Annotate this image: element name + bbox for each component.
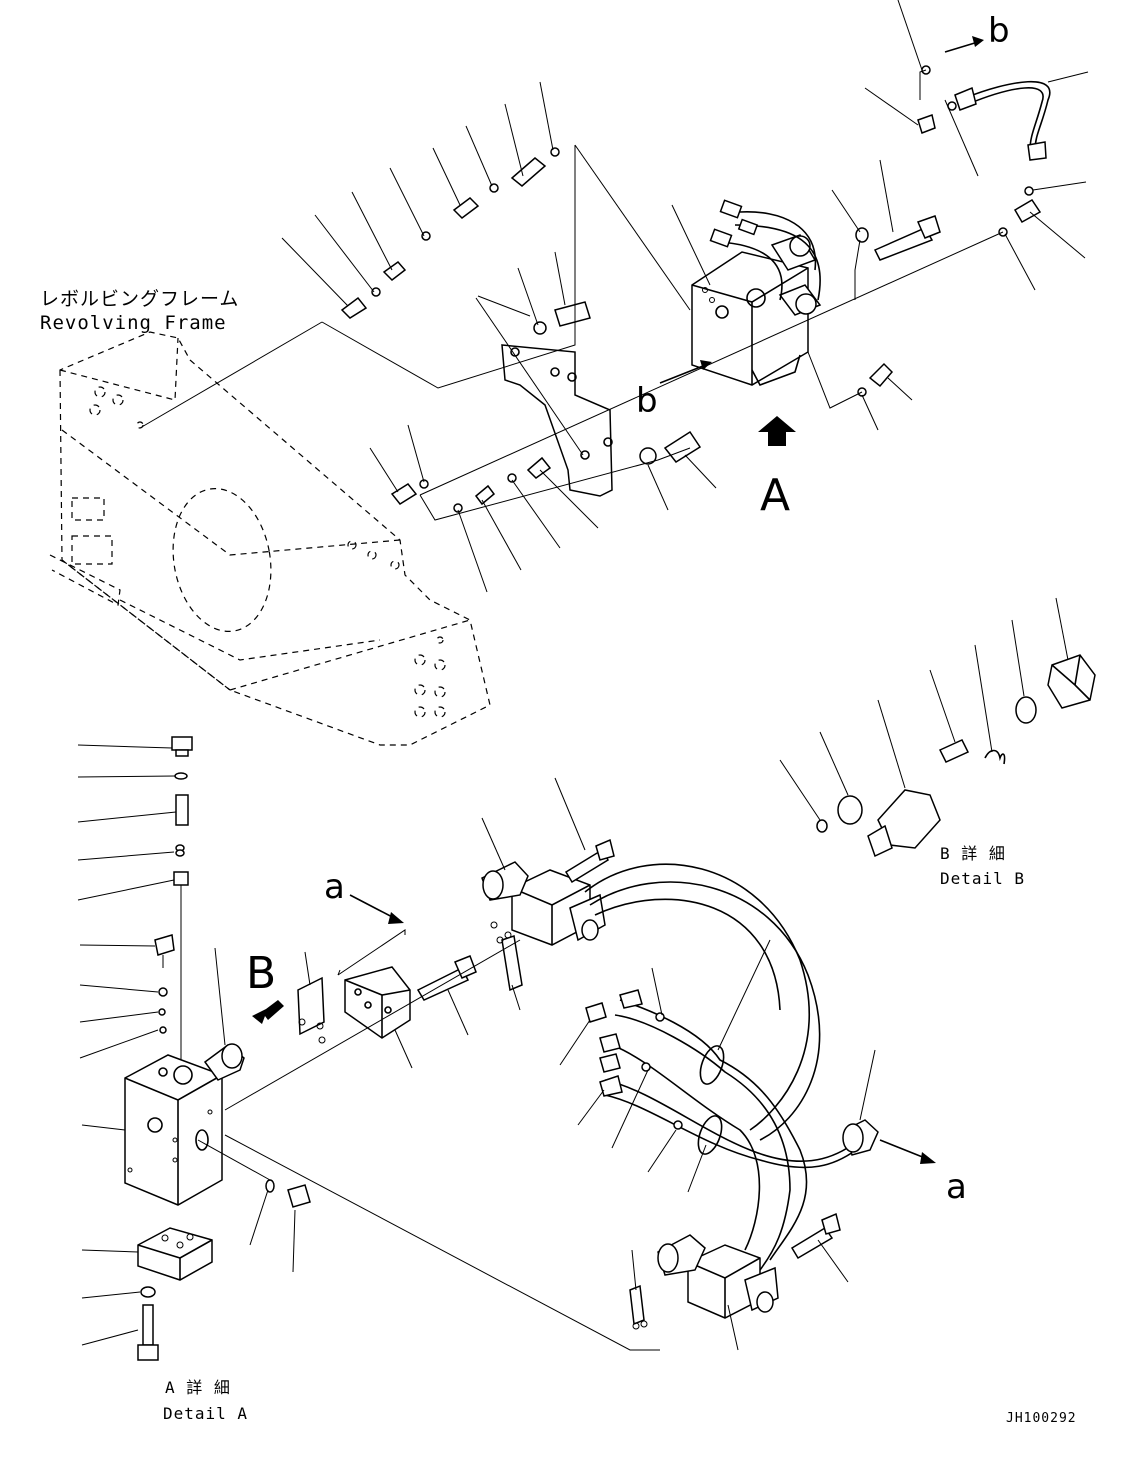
drawing-id: JH100292 — [1006, 1411, 1077, 1426]
detail-b-title-en: Detail B — [940, 869, 1026, 888]
connector-b-mid-label: b — [636, 381, 658, 421]
view-a-label: A — [760, 470, 791, 521]
connector-b-top-label: b — [988, 11, 1010, 51]
detail-a-title-jp: A 詳 細 — [165, 1378, 231, 1397]
connector-a-bottom-label: a — [946, 1167, 967, 1207]
frame-label-en: Revolving Frame — [40, 312, 227, 334]
detail-a-assembly — [77, 736, 936, 1361]
detail-a-title-en: Detail A — [163, 1404, 249, 1423]
detail-b-title-jp: B 詳 細 — [940, 844, 1006, 863]
connector-a-top-label: a — [324, 867, 345, 907]
frame-label-jp: レボルビングフレーム — [40, 288, 240, 310]
revolving-frame — [49, 331, 491, 746]
view-b-label: B — [246, 948, 277, 999]
top-valve-assembly — [139, 0, 1089, 593]
detail-b-parts — [779, 597, 1096, 858]
